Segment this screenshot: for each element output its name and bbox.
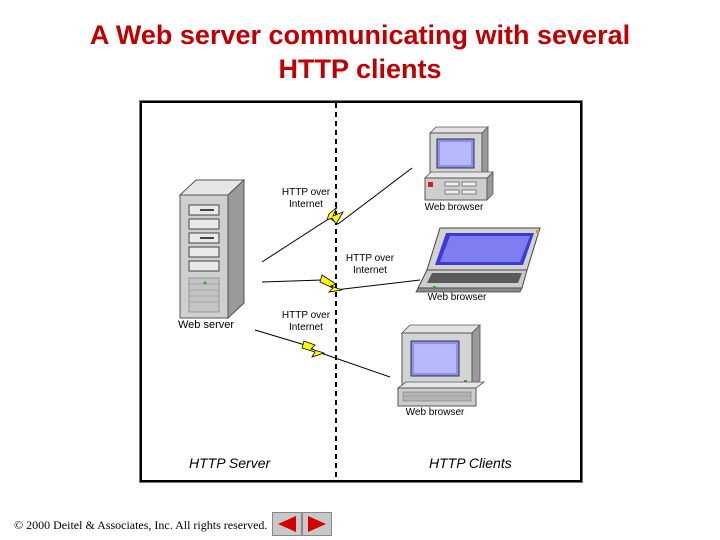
link-label-2: HTTP over Internet	[338, 253, 402, 277]
link-label-line: Internet	[289, 199, 323, 210]
link-label-1: HTTP over Internet	[274, 187, 338, 211]
http-clients-section-label: HTTP Clients	[429, 455, 512, 471]
desktop-computer-icon	[424, 126, 494, 201]
client-label-3: Web browser	[405, 407, 465, 418]
web-server-label: Web server	[178, 319, 235, 331]
http-server-section-label: HTTP Server	[189, 455, 271, 471]
laptop-computer-icon	[415, 227, 541, 293]
copyright-notice: © 2000 Deitel & Associates, Inc. All rig…	[14, 518, 268, 532]
slide-title-line-2: HTTP clients	[278, 54, 442, 84]
connection-line-1	[261, 167, 413, 263]
link-label-line: HTTP over	[281, 187, 331, 198]
connection-line-2	[261, 274, 421, 293]
connection-line-3	[254, 329, 391, 378]
slide-title: A Web server communicating with several …	[0, 18, 720, 86]
slide-title-line-1: A Web server communicating with several	[89, 20, 631, 50]
server-tower-icon	[178, 178, 246, 320]
next-slide-button[interactable]	[302, 512, 332, 536]
link-label-line: Internet	[353, 265, 387, 276]
link-label-3: HTTP over Internet	[274, 310, 338, 334]
link-label-line: HTTP over	[345, 253, 395, 264]
desktop-computer-icon	[396, 324, 486, 407]
previous-slide-button[interactable]	[272, 512, 302, 536]
left-arrow-icon	[278, 516, 296, 532]
link-label-line: Internet	[289, 322, 323, 333]
client-label-2: Web browser	[427, 292, 487, 303]
right-arrow-icon	[308, 516, 326, 532]
link-label-line: HTTP over	[281, 310, 331, 321]
client-label-1: Web browser	[424, 202, 484, 213]
